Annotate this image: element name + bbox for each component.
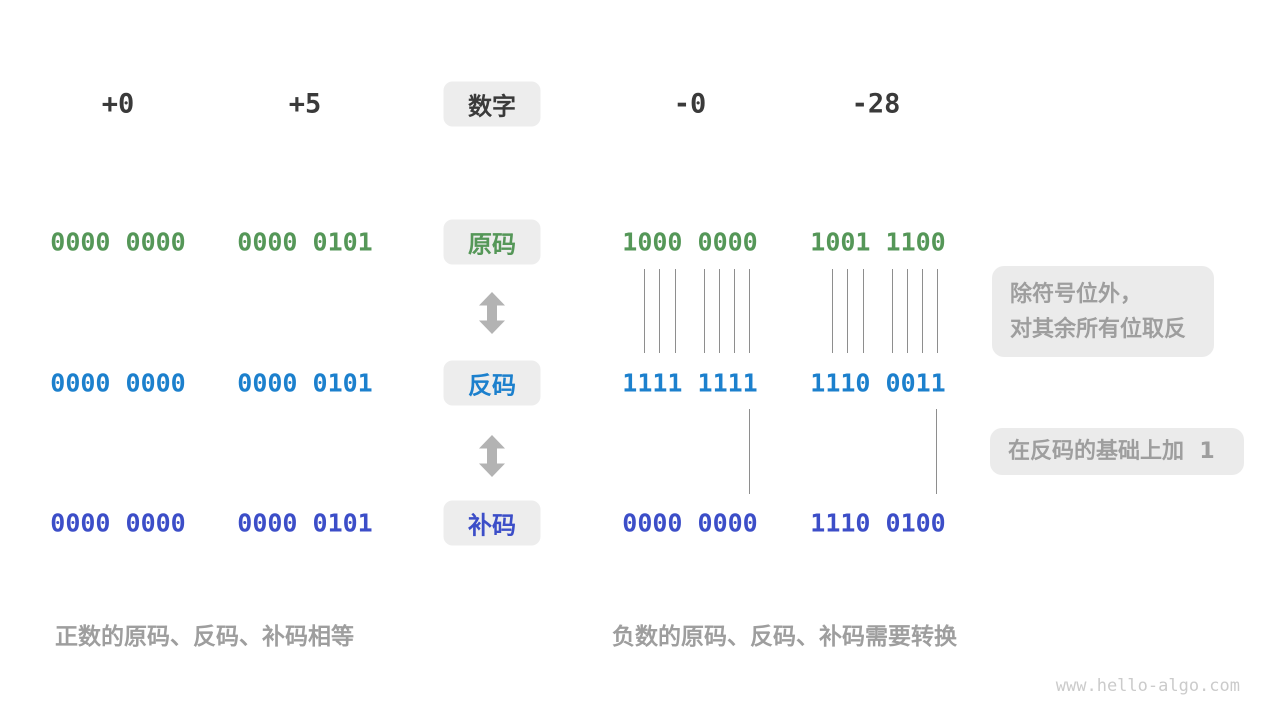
bit-tick-line [937, 269, 938, 353]
caption-positive-numbers: 正数的原码、反码、补码相等 [55, 624, 354, 650]
twos-complement-minus-28: 1110 0100 [810, 508, 946, 538]
note-invert-line2: 对其余所有位取反 [1010, 316, 1187, 342]
label-ones-complement: 反码 [443, 360, 541, 406]
note-invert-line1: 除符号位外， [1010, 281, 1143, 307]
twos-complement-minus-zero: 0000 0000 [622, 508, 758, 538]
label-twos-complement: 补码 [443, 500, 541, 546]
bit-tick-line [719, 269, 720, 353]
note-invert-bits: 除符号位外， 对其余所有位取反 [992, 266, 1214, 357]
header-minus-zero: -0 [673, 88, 707, 120]
bit-tick-line [922, 269, 923, 353]
sign-magnitude-minus-28: 1001 1100 [810, 227, 946, 257]
bit-tick-line [734, 269, 735, 353]
bit-tick-line [907, 269, 908, 353]
twos-complement-plus-zero: 0000 0000 [50, 508, 186, 538]
bit-tick-line [847, 269, 848, 353]
add-one-line-minus-zero [749, 409, 750, 494]
bit-tick-line [659, 269, 660, 353]
caption-negative-numbers: 负数的原码、反码、补码需要转换 [612, 624, 957, 650]
bit-tick-line [644, 269, 645, 353]
add-one-line-minus-28 [936, 409, 937, 494]
ones-complement-plus-zero: 0000 0000 [50, 368, 186, 398]
bit-tick-line [863, 269, 864, 353]
note-add-one-text: 在反码的基础上加 1 [1008, 439, 1215, 464]
sign-magnitude-plus-zero: 0000 0000 [50, 227, 186, 257]
bit-tick-line [704, 269, 705, 353]
ones-complement-minus-28: 1110 0011 [810, 368, 946, 398]
sign-magnitude-plus-five: 0000 0101 [237, 227, 373, 257]
header-plus-zero: +0 [101, 88, 135, 120]
bit-tick-line [675, 269, 676, 353]
bit-tick-line [832, 269, 833, 353]
ones-complement-plus-five: 0000 0101 [237, 368, 373, 398]
twos-complement-plus-five: 0000 0101 [237, 508, 373, 538]
label-number: 数字 [443, 81, 541, 127]
label-sign-magnitude: 原码 [443, 219, 541, 265]
bit-tick-line [892, 269, 893, 353]
double-arrow-sign-to-ones-icon [479, 292, 505, 334]
double-arrow-ones-to-twos-icon [479, 435, 505, 477]
header-plus-five: +5 [288, 88, 322, 120]
note-add-one: 在反码的基础上加 1 [990, 428, 1244, 475]
watermark: www.hello-algo.com [1055, 676, 1240, 696]
bit-tick-line [749, 269, 750, 353]
ones-complement-minus-zero: 1111 1111 [622, 368, 758, 398]
header-minus-28: -28 [851, 88, 901, 120]
sign-magnitude-minus-zero: 1000 0000 [622, 227, 758, 257]
